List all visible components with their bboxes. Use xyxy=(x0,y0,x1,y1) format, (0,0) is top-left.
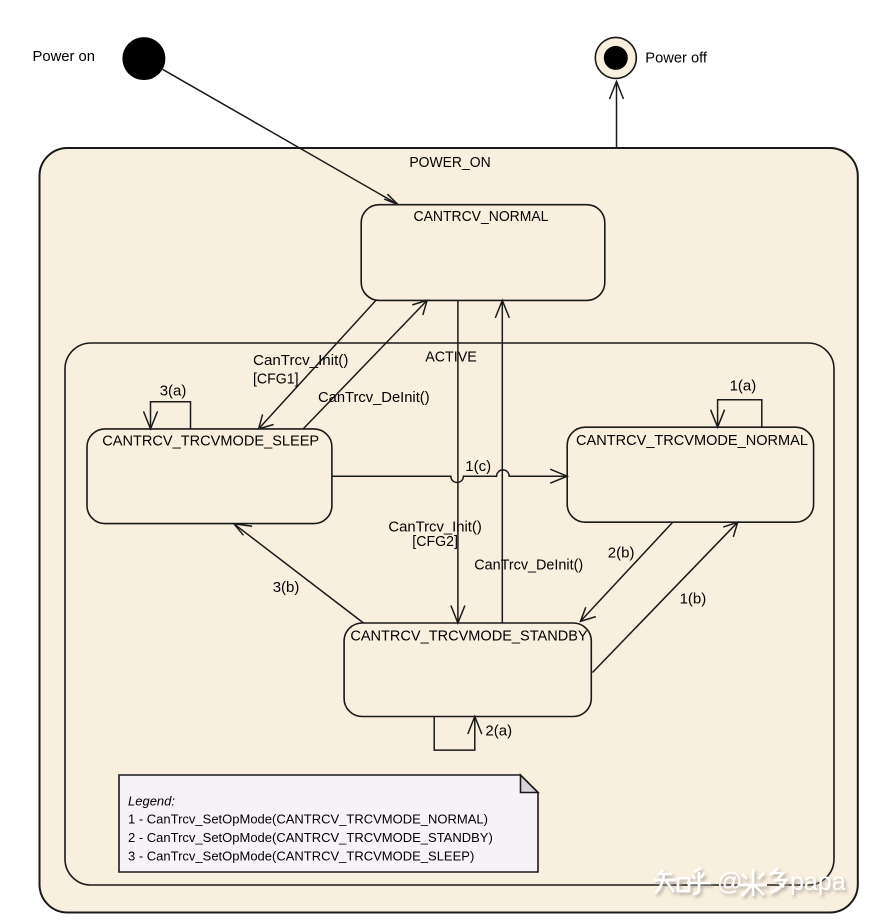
svg-text:CanTrcv_DeInit(): CanTrcv_DeInit() xyxy=(474,557,583,574)
svg-text:CANTRCV_TRCVMODE_SLEEP: CANTRCV_TRCVMODE_SLEEP xyxy=(102,434,319,450)
svg-text:1(a): 1(a) xyxy=(730,378,757,395)
svg-text:CanTrcv_DeInit(): CanTrcv_DeInit() xyxy=(318,389,430,406)
svg-text:CANTRCV_NORMAL: CANTRCV_NORMAL xyxy=(414,209,549,225)
svg-text:2(b): 2(b) xyxy=(608,545,635,562)
svg-text:CANTRCV_TRCVMODE_STANDBY: CANTRCV_TRCVMODE_STANDBY xyxy=(350,629,588,645)
svg-text:[CFG1]: [CFG1] xyxy=(253,371,299,388)
svg-text:ACTIVE: ACTIVE xyxy=(425,350,477,366)
svg-text:3(b): 3(b) xyxy=(273,579,300,596)
svg-text:1 - CanTrcv_SetOpMode(CANTRCV_: 1 - CanTrcv_SetOpMode(CANTRCV_TRCVMODE_N… xyxy=(128,812,488,827)
svg-text:2(a): 2(a) xyxy=(485,723,512,740)
svg-text:3 - CanTrcv_SetOpMode(CANTRCV_: 3 - CanTrcv_SetOpMode(CANTRCV_TRCVMODE_S… xyxy=(128,849,474,864)
svg-text:@: @ xyxy=(717,868,742,896)
svg-text:CANTRCV_TRCVMODE_NORMAL: CANTRCV_TRCVMODE_NORMAL xyxy=(576,433,808,449)
svg-text:CanTrcv_Init(): CanTrcv_Init() xyxy=(388,519,481,536)
svg-text:2 - CanTrcv_SetOpMode(CANTRCV_: 2 - CanTrcv_SetOpMode(CANTRCV_TRCVMODE_S… xyxy=(128,830,493,845)
svg-text:1(c): 1(c) xyxy=(465,458,491,475)
svg-text:3(a): 3(a) xyxy=(160,383,187,400)
svg-text:Power on: Power on xyxy=(33,49,96,65)
svg-text:1(b): 1(b) xyxy=(680,591,707,608)
svg-text:papa: papa xyxy=(790,868,846,896)
svg-text:Power off: Power off xyxy=(645,51,708,67)
svg-text:POWER_ON: POWER_ON xyxy=(409,155,490,171)
svg-text:Legend:: Legend: xyxy=(128,794,175,809)
svg-text:CanTrcv_Init(): CanTrcv_Init() xyxy=(253,352,348,369)
svg-text:[CFG2]: [CFG2] xyxy=(412,533,458,550)
